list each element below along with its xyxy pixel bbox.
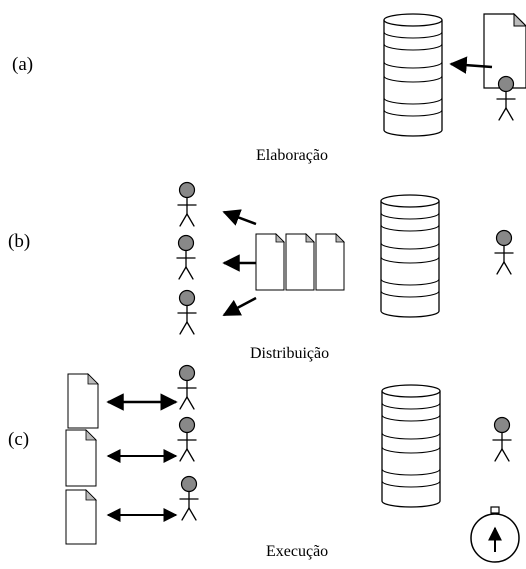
panel-c-caption: Execução (266, 543, 328, 560)
panel-a-caption: Elaboração (256, 147, 328, 164)
document-icon (67, 373, 99, 429)
arrow-to-database (449, 56, 493, 74)
panel-b-caption: Distribuição (250, 345, 329, 362)
executor-person-icon (179, 475, 199, 521)
panel-c-tag: (c) (8, 429, 29, 450)
panel-a: (a) Elaboração (12, 12, 526, 164)
panel-b: (b) Distribuição (8, 181, 514, 362)
panel-a-tag: (a) (12, 54, 33, 75)
panel-b-tag: (b) (8, 231, 30, 252)
coordinator-person-icon (492, 416, 512, 462)
stopwatch-icon (470, 506, 520, 563)
database-icon (383, 13, 443, 137)
document-copies-icon (255, 233, 345, 291)
document-icon (65, 489, 97, 545)
coordinator-person-icon (494, 229, 514, 275)
recipient-person-icon (177, 289, 197, 335)
document-icon (65, 429, 97, 487)
distribution-arrow (222, 209, 257, 226)
database-icon (380, 194, 440, 318)
executor-person-icon (177, 364, 197, 410)
executor-person-icon (177, 416, 197, 462)
author-person-icon (496, 75, 516, 121)
panel-c: (c) Execução (8, 364, 520, 563)
distribution-arrow (222, 296, 257, 317)
recipient-person-icon (176, 234, 196, 280)
database-icon (381, 384, 441, 508)
document-icon (483, 12, 526, 89)
recipient-person-icon (177, 181, 197, 227)
